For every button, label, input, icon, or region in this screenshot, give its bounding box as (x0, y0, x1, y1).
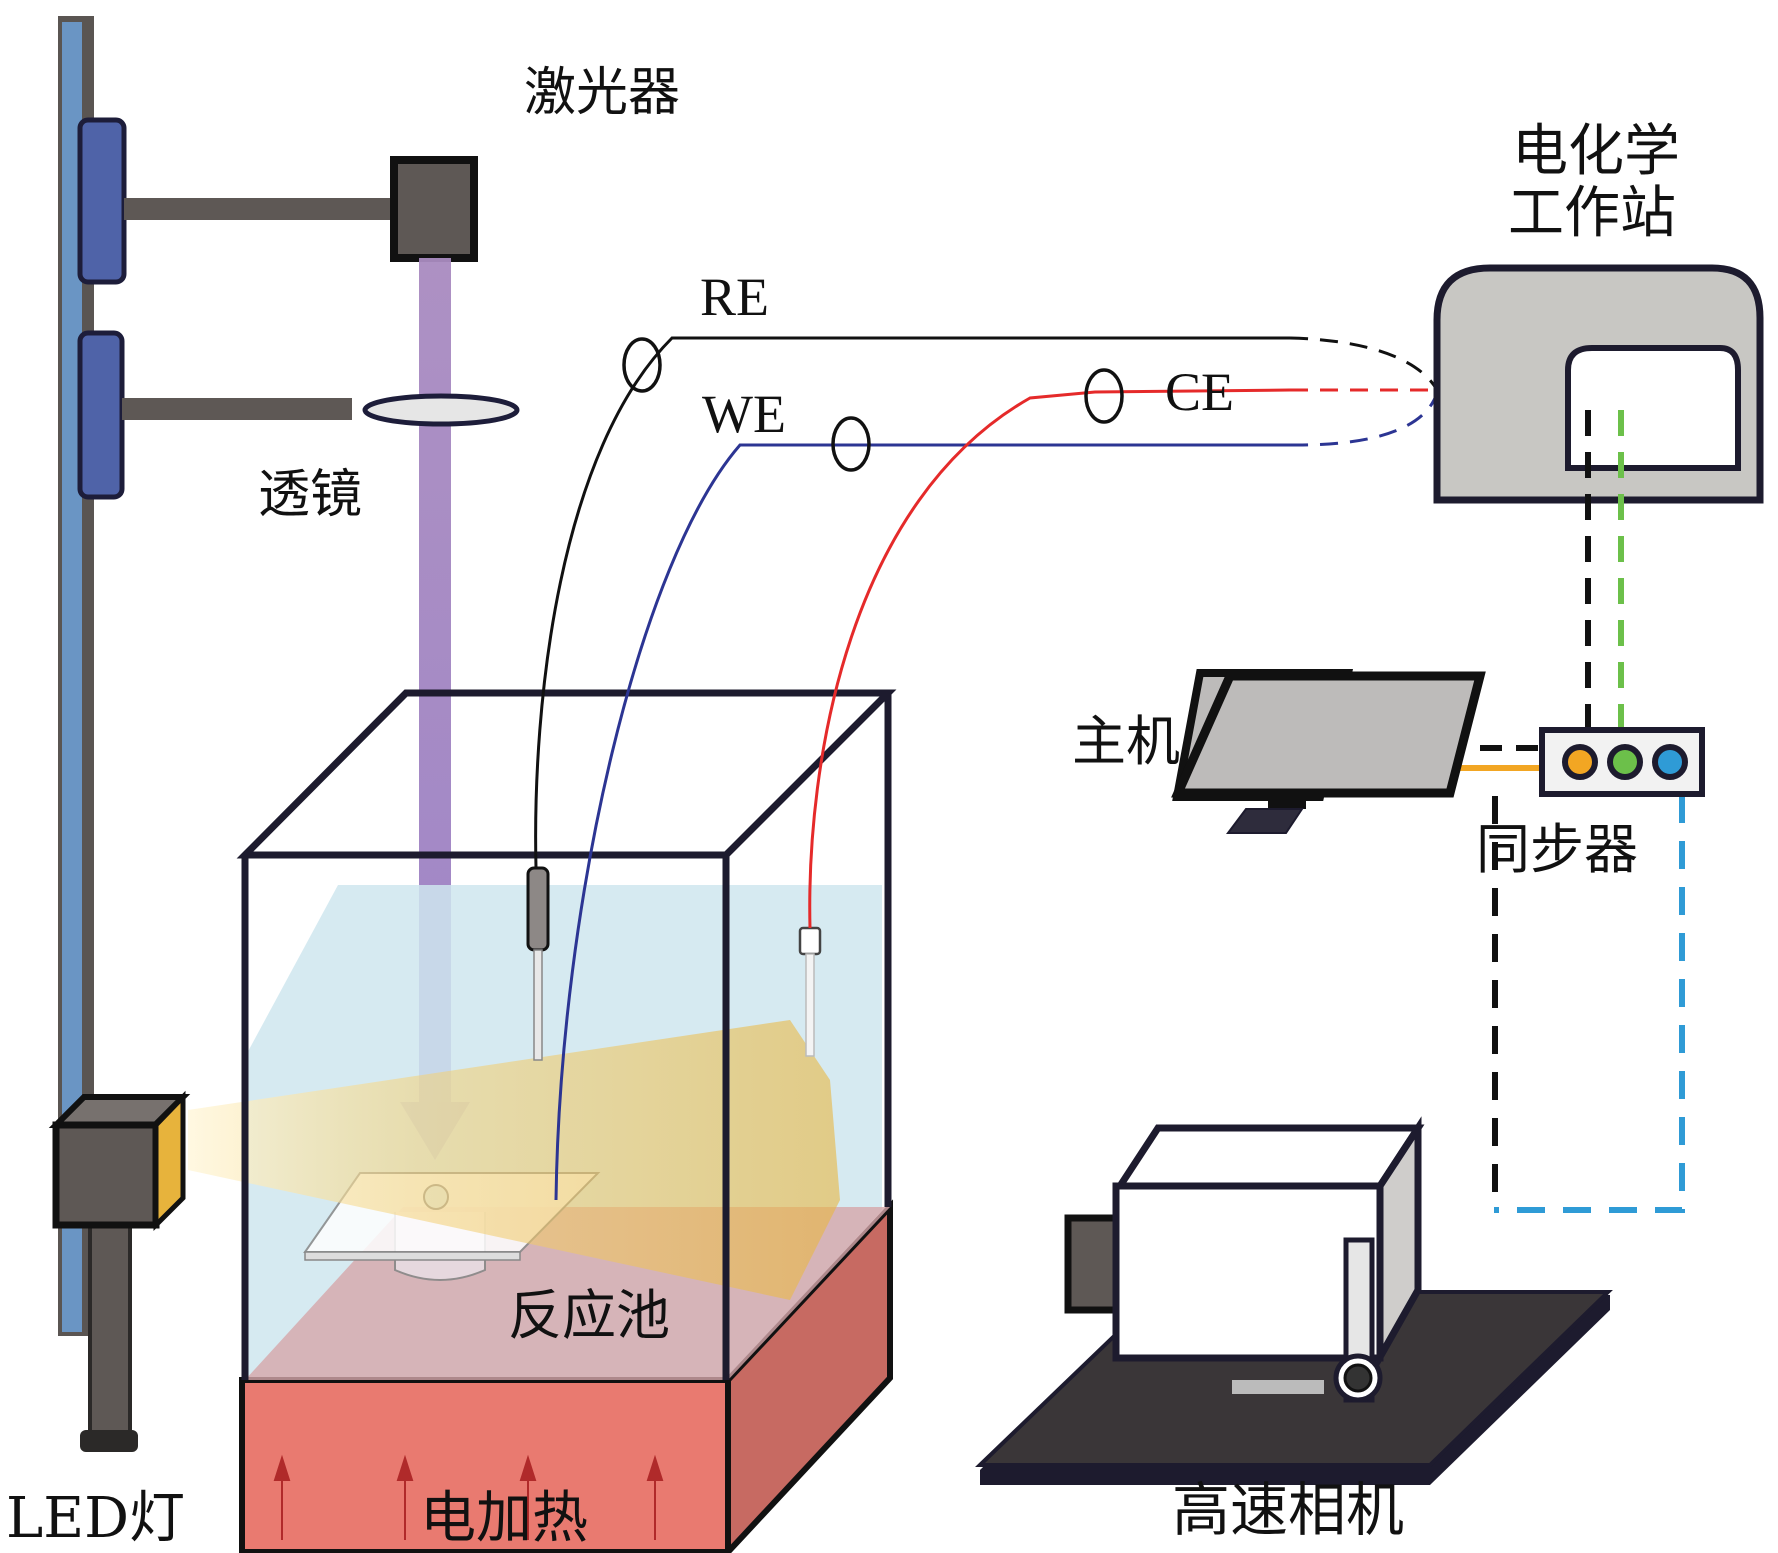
wire-re-dashed (1289, 336, 1439, 391)
connector-we-icon (831, 416, 871, 472)
laser-mount (77, 117, 394, 285)
high-speed-camera-icon (975, 1116, 1613, 1485)
led-lamp-icon (48, 1090, 191, 1452)
led-light-beam (188, 1020, 840, 1300)
label-camera: 高速相机 (1172, 1476, 1404, 1544)
electrochemical-workstation-icon (1433, 264, 1764, 504)
reference-electrode (526, 866, 550, 1061)
wire-re (534, 336, 1290, 869)
label-led-lamp: LED灯 (6, 1486, 185, 1551)
synchronizer-icon (1539, 727, 1705, 797)
lens-icon (362, 393, 520, 427)
connector-ce-icon (1084, 368, 1124, 424)
wire-we (554, 443, 1290, 1201)
port-orange-icon (1562, 744, 1598, 780)
wire-we-dashed (1289, 392, 1439, 447)
label-lens: 透镜 (258, 465, 362, 525)
wire-ce (808, 388, 1291, 929)
reaction-cell-tank (236, 689, 897, 1380)
label-synchronizer: 同步器 (1476, 818, 1638, 881)
port-blue-icon (1652, 744, 1688, 780)
label-reaction-cell: 反应池 (508, 1284, 670, 1347)
label-ce: CE (1165, 362, 1234, 422)
host-computer-icon (1171, 669, 1486, 834)
label-workstation-line1: 电化学 (1512, 119, 1680, 184)
heat-arrows (273, 1454, 664, 1540)
lens-mount (77, 330, 352, 500)
sync-lines (1456, 410, 1685, 1213)
connector-rings (622, 337, 1124, 472)
label-host: 主机 (1072, 710, 1180, 773)
heat-arrow-icon (396, 1454, 414, 1540)
label-re: RE (700, 267, 769, 327)
connector-re-icon (622, 337, 662, 393)
label-laser: 激光器 (524, 63, 680, 123)
wires (534, 336, 1439, 1201)
port-green-icon (1607, 744, 1643, 780)
heat-arrow-icon (646, 1454, 664, 1540)
heat-arrow-icon (273, 1454, 291, 1540)
heat-arrow-icon (519, 1454, 537, 1540)
label-we: WE (702, 384, 786, 444)
counter-electrode (798, 926, 822, 1057)
laser-icon (390, 156, 478, 262)
label-workstation-line2: 工作站 (1508, 181, 1676, 246)
label-heating: 电加热 (420, 1486, 588, 1551)
